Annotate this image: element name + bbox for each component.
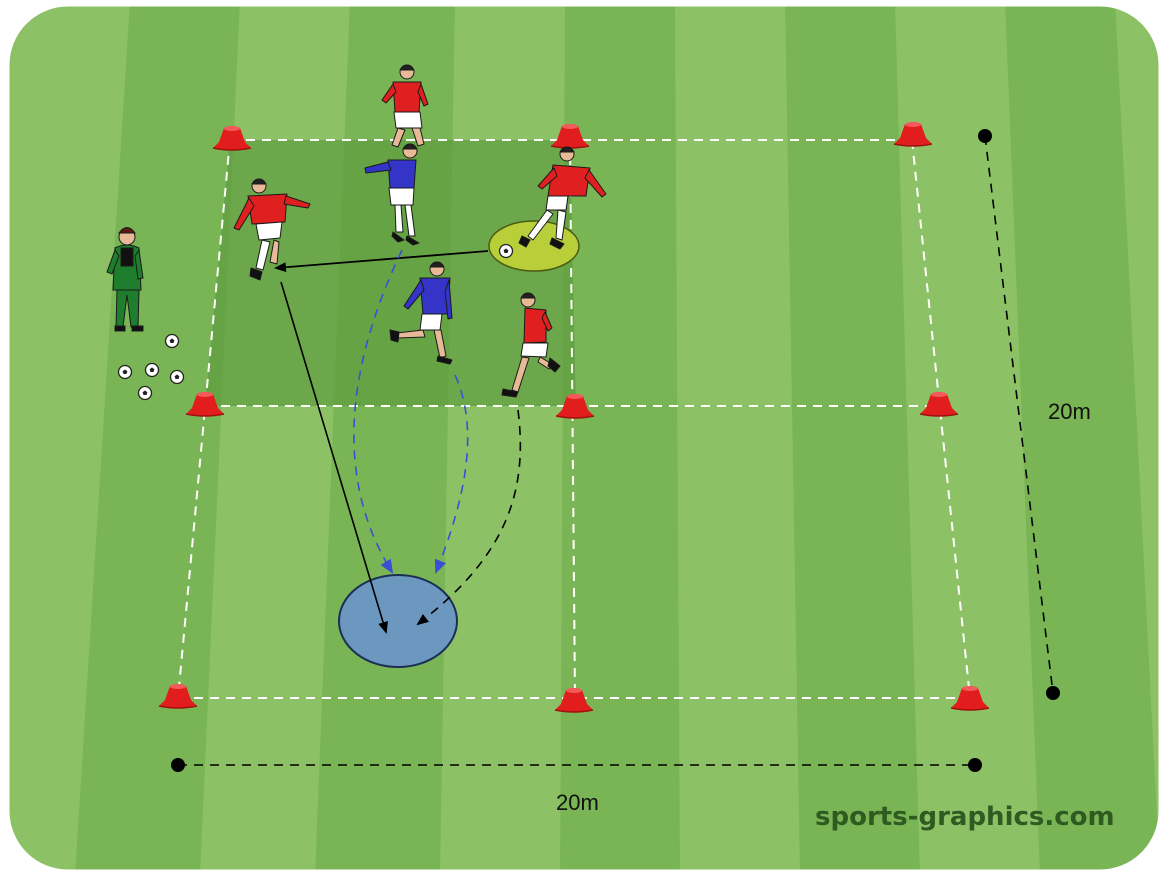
pass-arrow <box>280 281 388 634</box>
ball-icon <box>164 333 180 349</box>
player-icon <box>381 64 429 148</box>
player-icon <box>518 146 607 250</box>
target-zone <box>338 574 458 668</box>
pitch-border <box>6 3 1162 873</box>
ball-icon <box>498 243 514 259</box>
ball-icon <box>169 369 185 385</box>
height-dimension-label: 20m <box>1048 399 1091 424</box>
pass-arrow <box>274 250 489 273</box>
player-icon <box>389 261 453 365</box>
player-icon <box>233 178 311 281</box>
ball-icon <box>117 364 133 380</box>
movement-arrows <box>274 249 522 634</box>
ball-icon <box>144 362 160 378</box>
watermark: sports-graphics.com <box>815 802 1115 832</box>
ball-icon <box>137 385 153 401</box>
width-dimension-label: 20m <box>556 790 599 815</box>
run-arrow-blue <box>434 374 469 574</box>
players <box>233 64 607 398</box>
coach-icon <box>106 227 144 332</box>
player-icon <box>364 143 420 246</box>
player-icon <box>501 292 561 398</box>
dimension-vertical <box>978 129 1060 700</box>
dimension-horizontal <box>171 758 982 772</box>
run-arrow-blue <box>353 249 403 574</box>
run-arrow-red <box>416 409 522 626</box>
